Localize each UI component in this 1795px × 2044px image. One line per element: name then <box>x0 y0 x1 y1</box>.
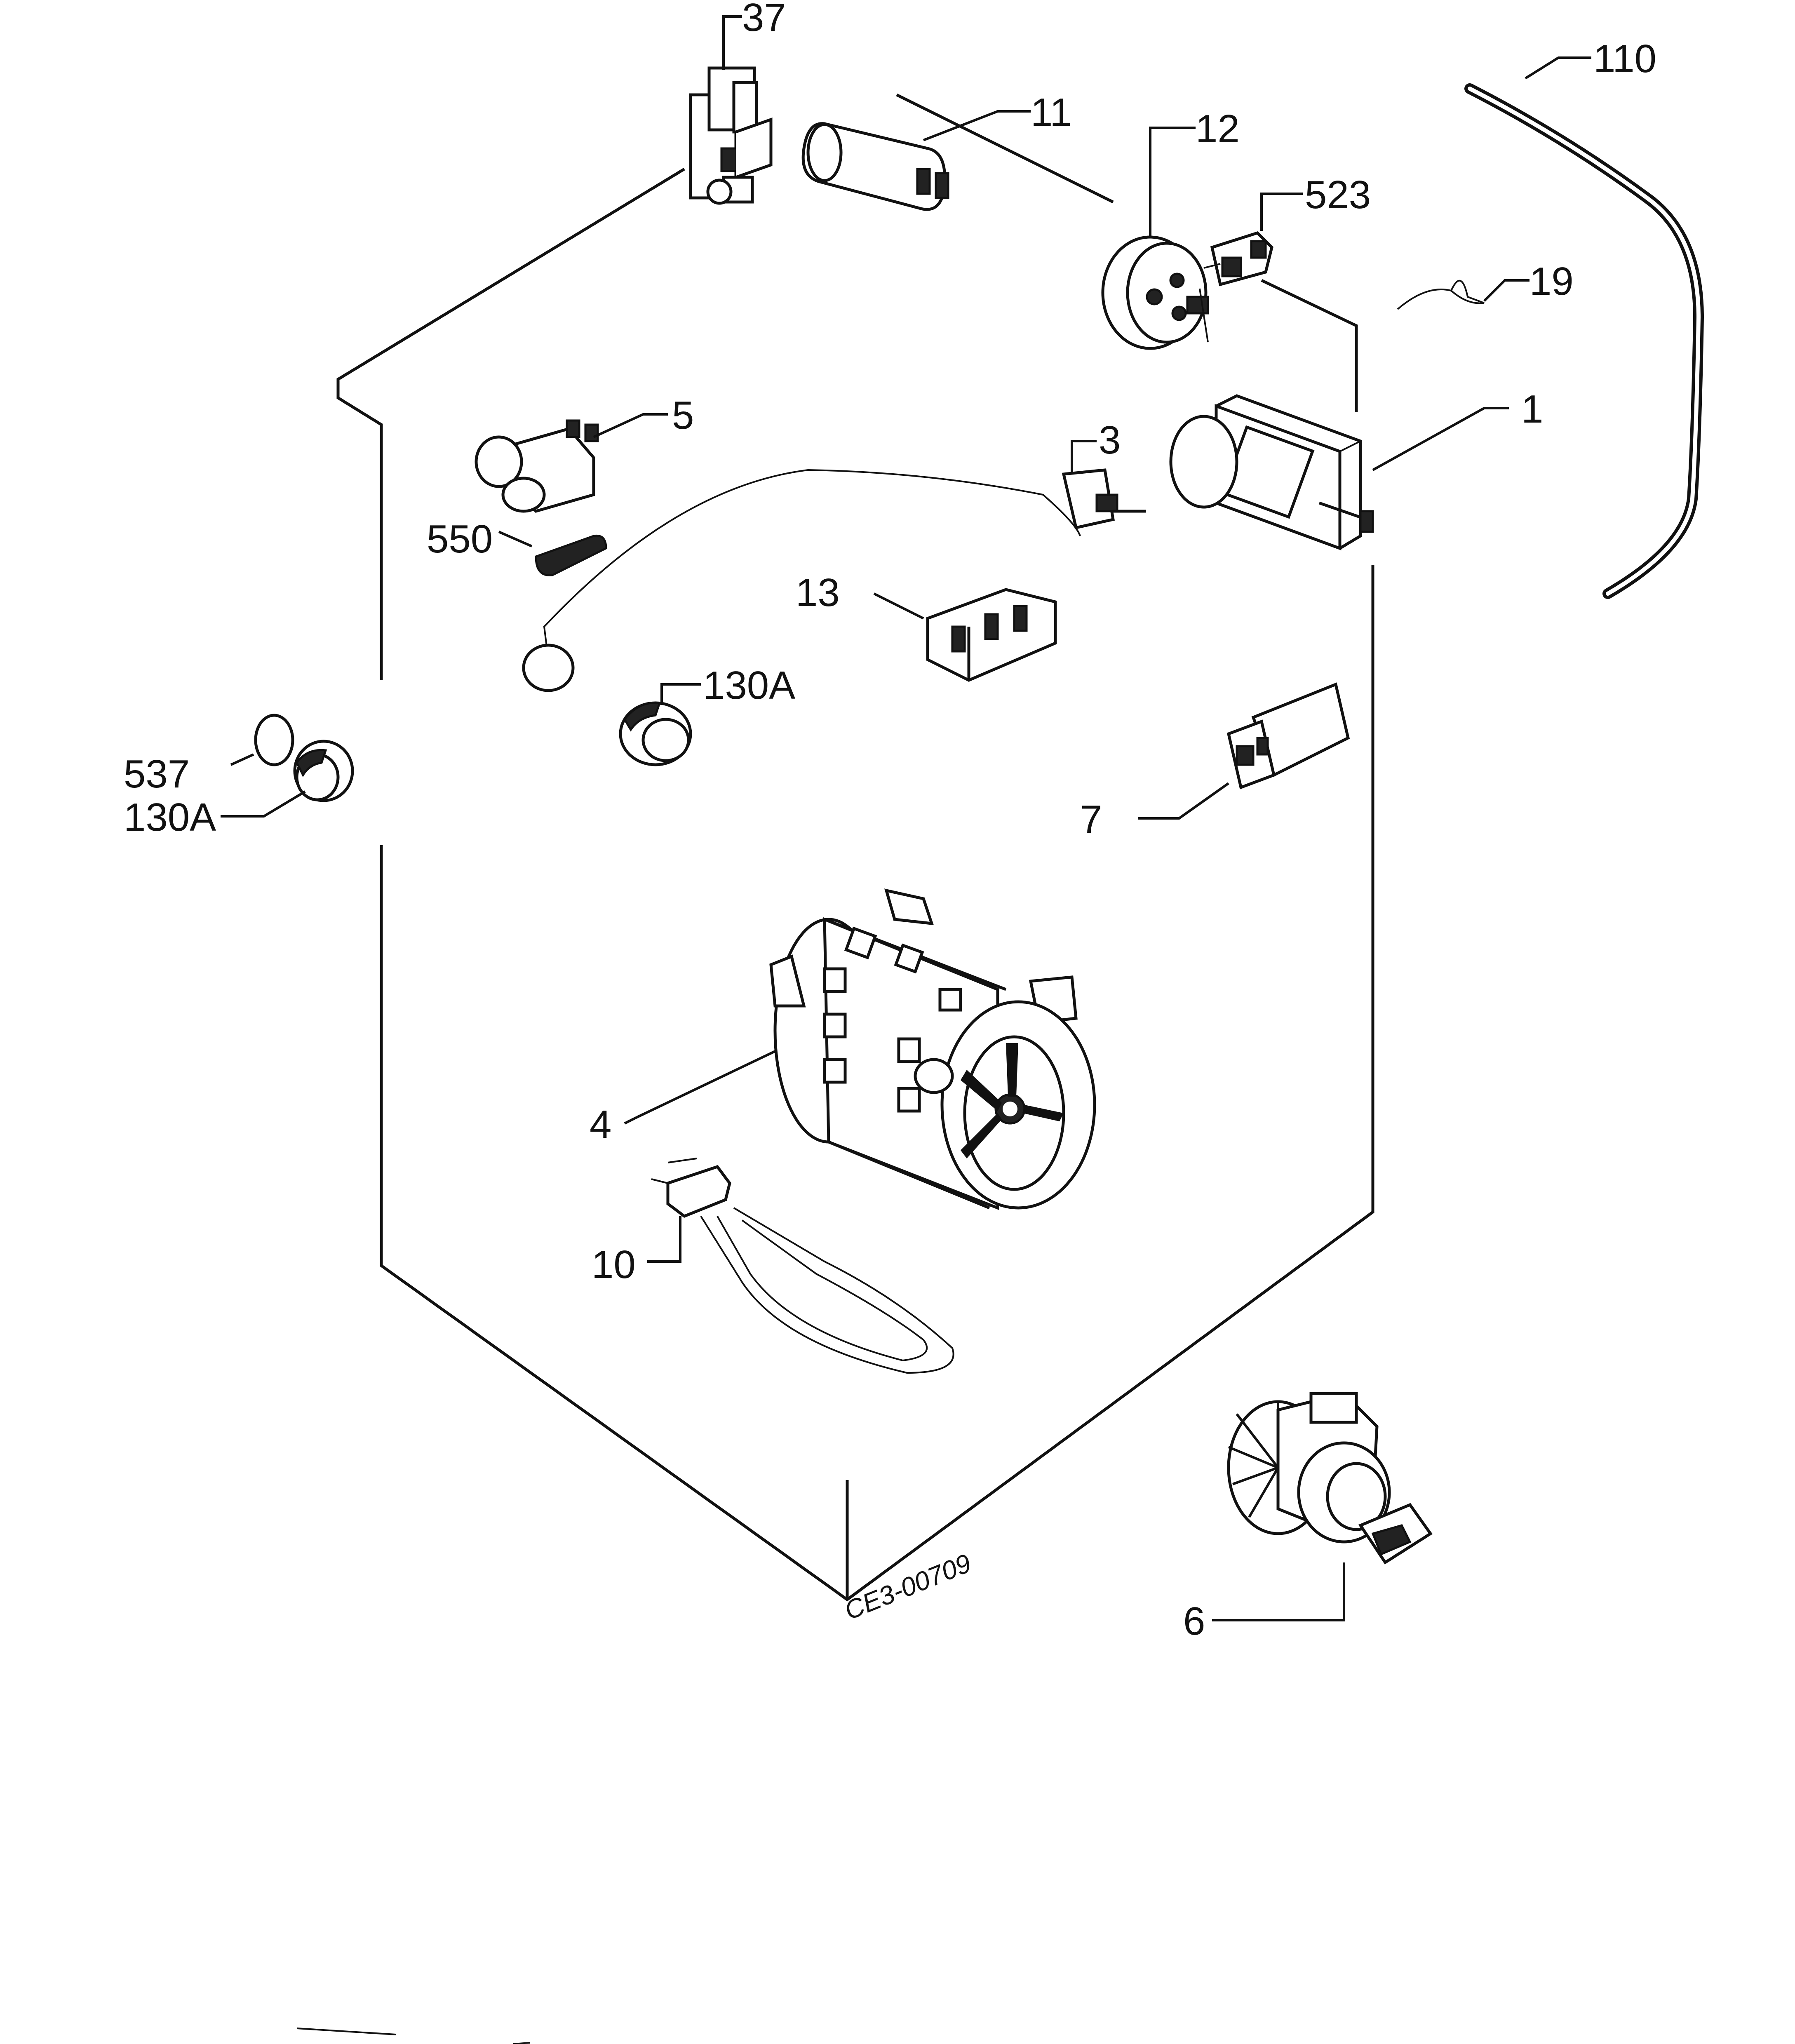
callout-110: 110 <box>1593 37 1656 81</box>
part-4-motor <box>769 888 1096 1210</box>
callout-7: 7 <box>1080 797 1102 841</box>
drawing-code: CE3-00709 <box>840 1548 975 1626</box>
part-537-ring <box>254 714 294 766</box>
part-12-pressure-switch <box>1101 235 1209 350</box>
callout-550: 550 <box>427 517 493 561</box>
cabinet-outline <box>336 93 1374 1602</box>
callout-37: 37 <box>742 0 786 40</box>
callout-3: 3 <box>1099 418 1121 462</box>
part-7-filter <box>1226 682 1350 789</box>
callout-5: 5 <box>672 393 694 437</box>
callout-4: 4 <box>590 1102 611 1147</box>
part-550-suppressor <box>535 534 607 576</box>
part-37-door-lock <box>689 66 773 205</box>
callout-537: 537 <box>124 752 190 796</box>
part-1-timer <box>1169 394 1374 551</box>
callout-12: 12 <box>1196 107 1240 151</box>
part-523-micro-switch <box>1203 231 1273 287</box>
callout-523: 523 <box>1305 173 1371 217</box>
part-5-inlet-valve <box>475 419 599 513</box>
part-11-capacitor <box>801 122 949 211</box>
part-6-drain-pump <box>1227 1392 1433 1565</box>
callout-130A-outer: 130A <box>124 795 216 839</box>
callout-10: 10 <box>592 1243 636 1287</box>
part-10-heating-element <box>651 1158 954 1374</box>
part-130A-grommet-inner <box>619 701 692 766</box>
part-13-switch-block <box>926 588 1057 682</box>
callout-6: 6 <box>1183 1599 1205 1643</box>
callout-1: 1 <box>1521 387 1543 431</box>
part-3-thermostat <box>522 468 1146 692</box>
part-110-cable <box>1464 83 1704 599</box>
callout-19: 19 <box>1530 259 1574 303</box>
callout-13: 13 <box>796 571 840 615</box>
part-19-clip <box>1397 280 1485 310</box>
callout-130A-inner: 130A <box>703 663 795 707</box>
part-130A-grommet-outer <box>293 740 354 802</box>
motor-vents <box>823 926 962 1113</box>
callout-11: 11 <box>1031 90 1072 134</box>
